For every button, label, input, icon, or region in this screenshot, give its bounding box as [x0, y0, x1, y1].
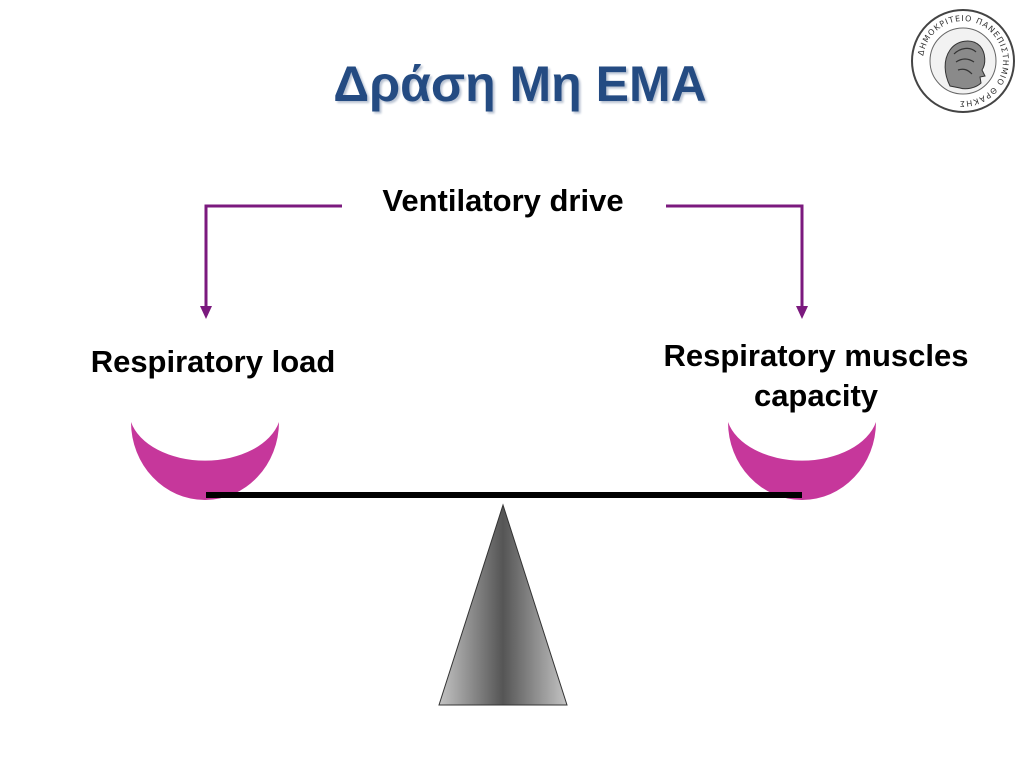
- slide-title: Δράση Μη ΕΜΑ: [333, 56, 707, 112]
- fulcrum: [438, 503, 568, 706]
- balance-beam: [206, 492, 802, 498]
- ventilatory-drive-label: Ventilatory drive: [382, 183, 624, 218]
- capacity-label-line2: capacity: [753, 378, 879, 413]
- university-seal-icon: ΔΗΜΟΚΡΙΤΕΙΟ ΠΑΝΕΠΙΣΤΗΜΙΟ ΘΡΑΚΗΣ: [911, 9, 1015, 113]
- left-scale-pan: [131, 422, 279, 500]
- capacity-label-line1: Respiratory muscles: [663, 338, 969, 373]
- respiratory-load-label: Respiratory load: [90, 344, 336, 379]
- right-arrow-head: [796, 306, 808, 319]
- right-arrow: [666, 204, 804, 308]
- left-arrow-head: [200, 306, 212, 319]
- respiratory-capacity-label: Respiratory muscles capacity: [626, 336, 1006, 416]
- left-arrow: [204, 204, 342, 308]
- right-scale-pan: [728, 422, 876, 500]
